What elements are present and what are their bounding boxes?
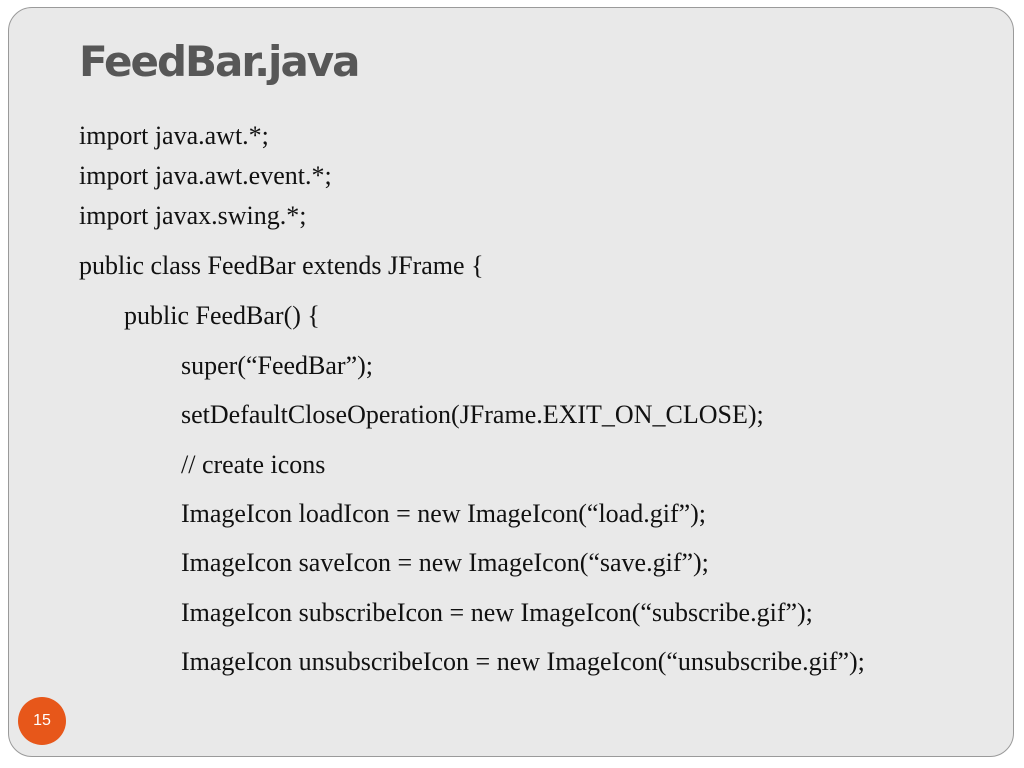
code-line-save-icon: ImageIcon saveIcon = new ImageIcon(“save…: [181, 548, 709, 577]
slide: [8, 7, 1014, 757]
code-line-constructor: public FeedBar() {: [124, 301, 320, 330]
code-line-import-swing: import javax.swing.*;: [79, 201, 307, 230]
code-line-unsubscribe-icon: ImageIcon unsubscribeIcon = new ImageIco…: [181, 647, 865, 676]
code-line-import-awt: import java.awt.*;: [79, 121, 269, 150]
page-number-badge: 15: [18, 697, 66, 745]
code-line-class-declaration: public class FeedBar extends JFrame {: [79, 251, 484, 280]
code-line-import-awt-event: import java.awt.event.*;: [79, 161, 332, 190]
code-line-close-operation: setDefaultCloseOperation(JFrame.EXIT_ON_…: [181, 400, 764, 429]
code-line-load-icon: ImageIcon loadIcon = new ImageIcon(“load…: [181, 499, 707, 528]
code-line-subscribe-icon: ImageIcon subscribeIcon = new ImageIcon(…: [181, 598, 813, 627]
slide-title: FeedBar.java: [79, 37, 361, 86]
code-line-super-call: super(“FeedBar”);: [181, 351, 374, 380]
code-line-comment: // create icons: [181, 450, 326, 479]
